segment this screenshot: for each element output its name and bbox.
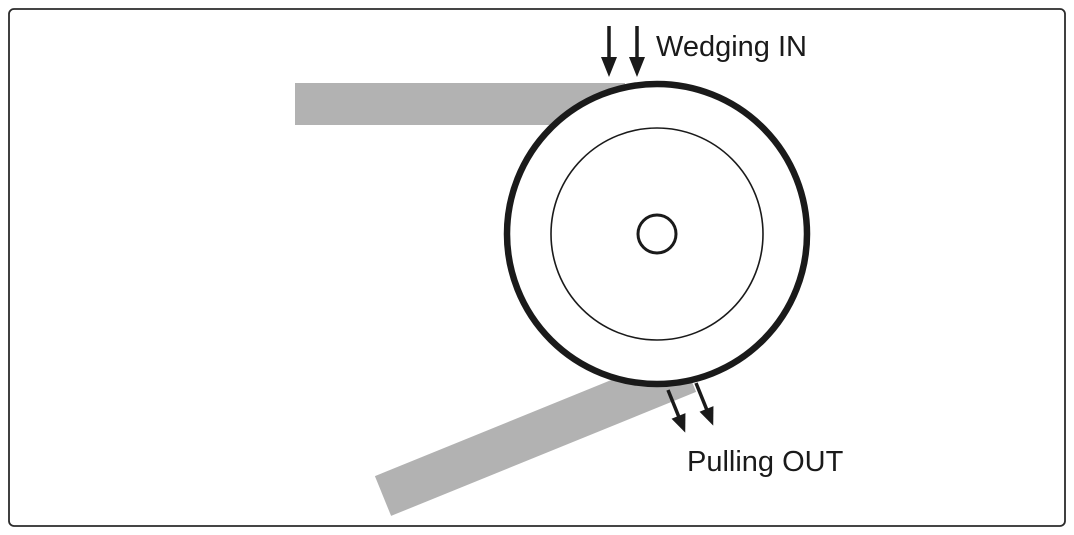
arrow-down-icon bbox=[699, 406, 714, 426]
pulling-arrow-1 bbox=[666, 389, 686, 433]
roller-inner-circle bbox=[550, 127, 764, 341]
pulling-out-label: Pulling OUT bbox=[687, 446, 844, 478]
wedging-arrow-2 bbox=[629, 26, 645, 77]
arrow-down-icon bbox=[601, 57, 617, 77]
arrow-down-icon bbox=[629, 57, 645, 77]
roller-axle-circle bbox=[636, 213, 678, 255]
outgoing-web bbox=[374, 352, 697, 516]
frame-border bbox=[8, 8, 1066, 527]
pulling-arrow-2 bbox=[694, 382, 714, 426]
arrow-down-icon bbox=[671, 413, 686, 433]
wedging-in-label: Wedging IN bbox=[656, 31, 807, 63]
wedging-arrow-1 bbox=[601, 26, 617, 77]
